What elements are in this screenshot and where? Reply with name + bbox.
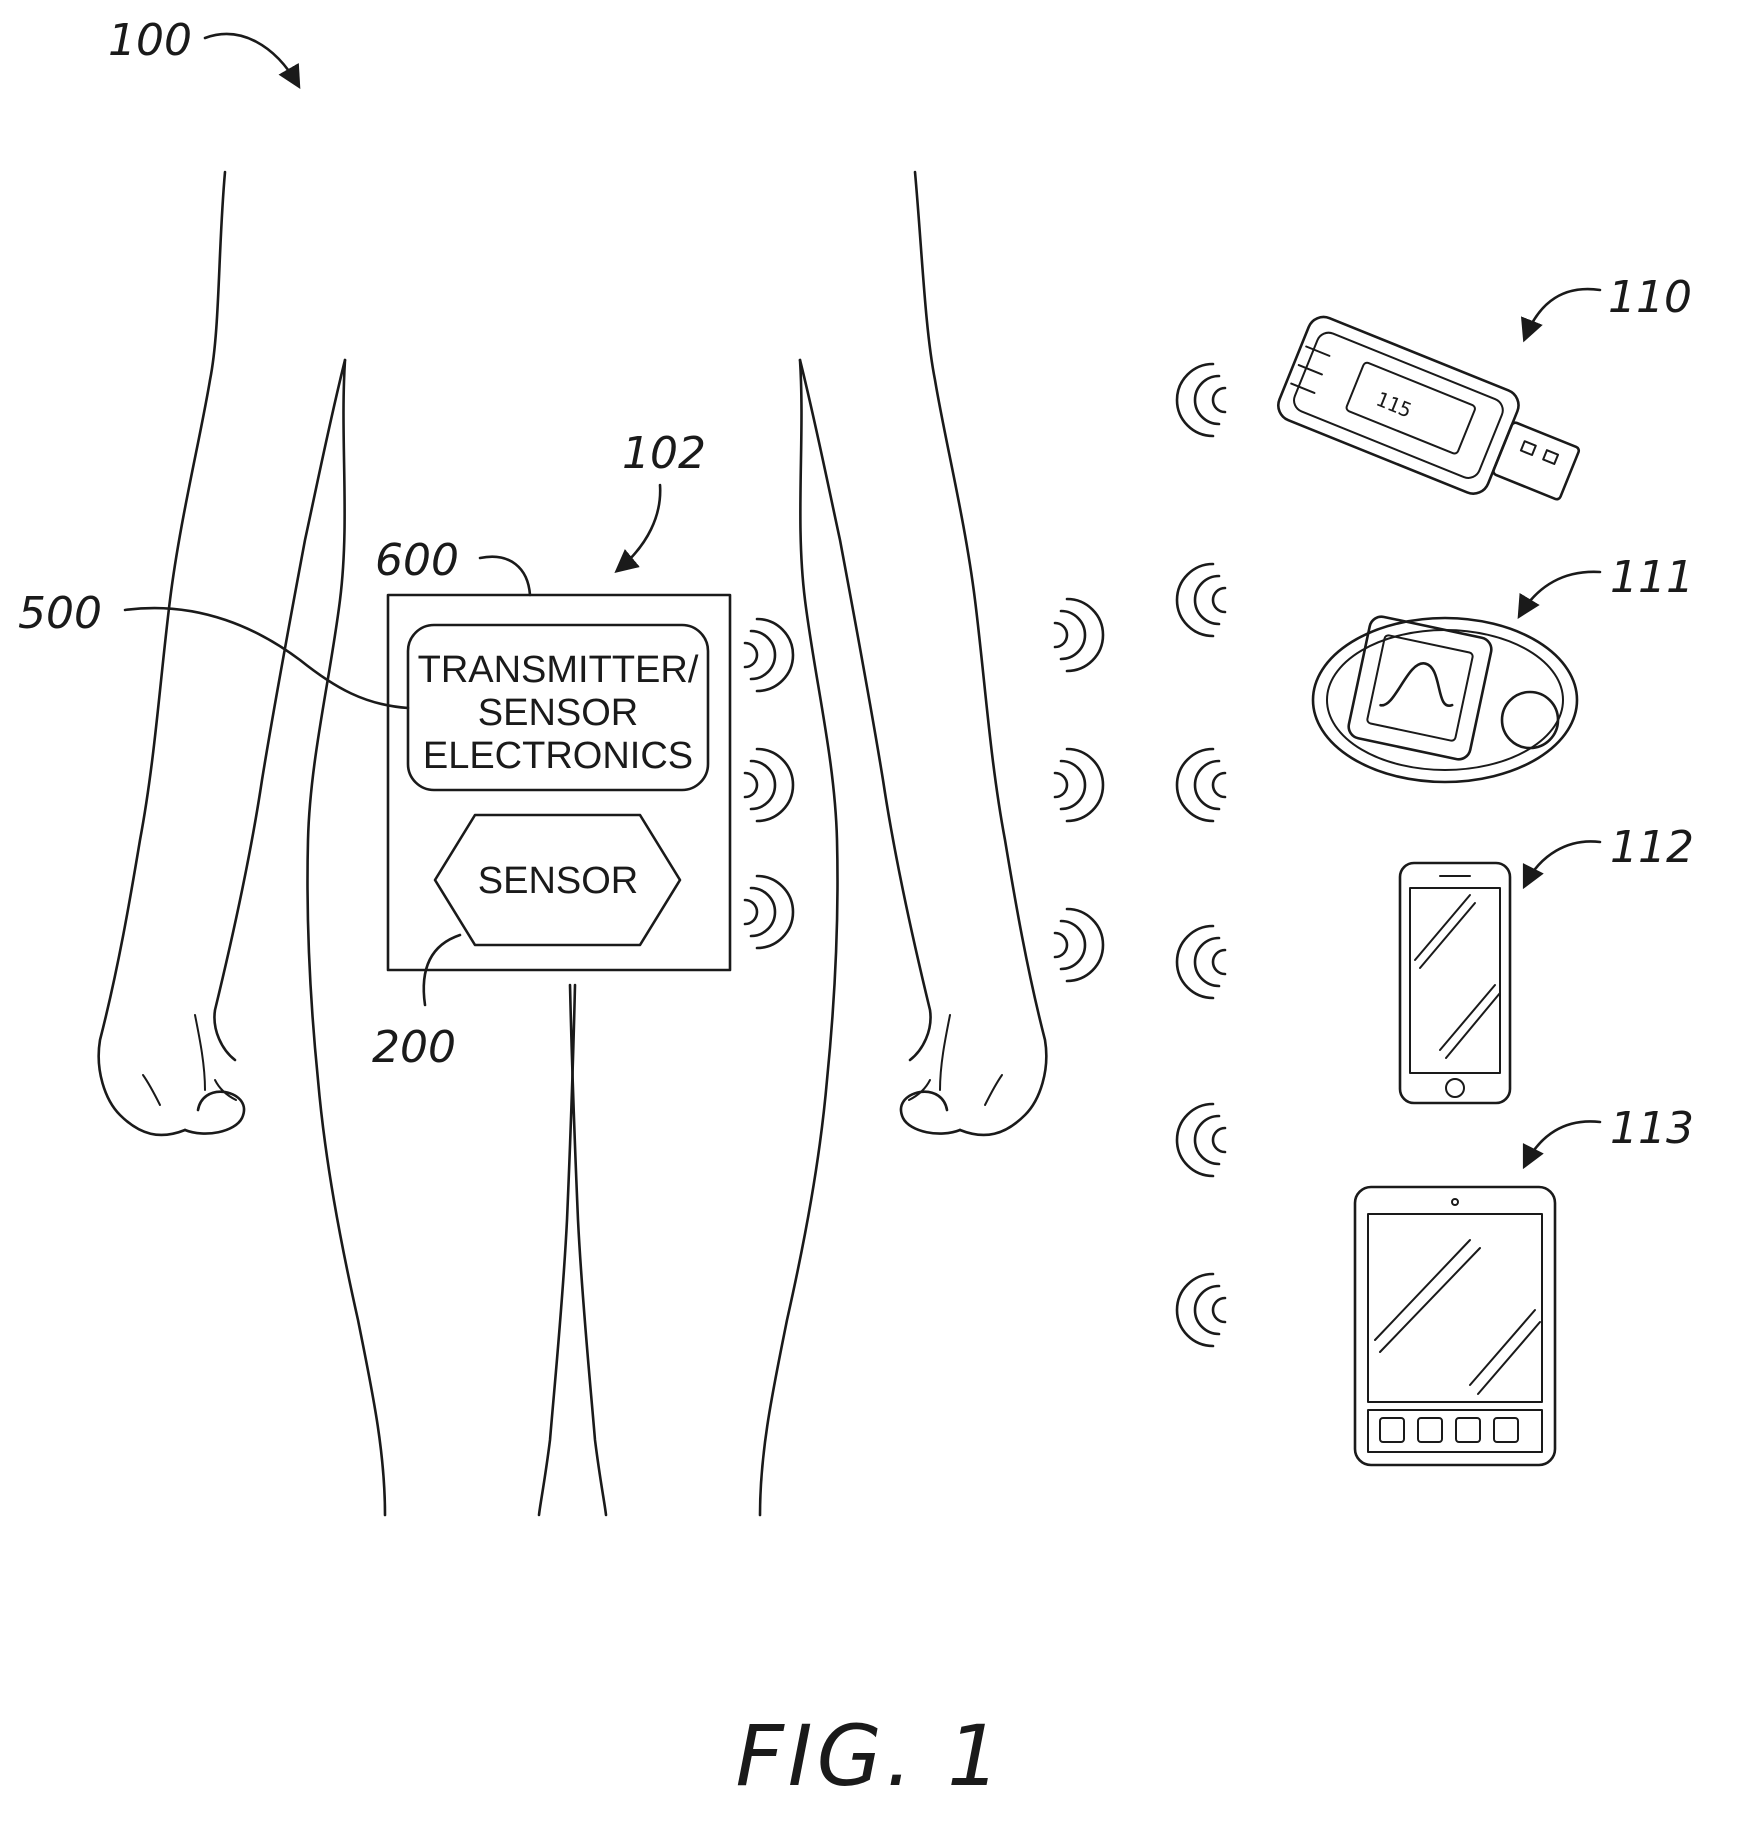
- ref-500: 500: [18, 588, 102, 639]
- right-torso-side: [760, 360, 838, 1515]
- right-fist: [901, 1092, 960, 1134]
- electronics-label-line-1: TRANSMITTER/: [418, 649, 699, 691]
- left-arm-inner: [214, 360, 345, 1060]
- left-leg-inner: [570, 985, 606, 1515]
- left-arm-outer: [99, 172, 225, 1135]
- sensor-system: TRANSMITTER/ SENSOR ELECTRONICS SENSOR: [388, 595, 730, 970]
- figure-caption: FIG. 1: [735, 1707, 1004, 1805]
- ref-100: 100: [108, 15, 192, 66]
- electronics-label-line-2: SENSOR: [478, 692, 638, 734]
- signals-from-transmitter: [745, 619, 793, 948]
- electronics-label-line-3: ELECTRONICS: [423, 735, 693, 777]
- signals-to-devices: [1177, 364, 1225, 1346]
- left-fist: [185, 1092, 244, 1134]
- usb-display-text: 115: [1373, 387, 1415, 423]
- ref-600: 600: [375, 535, 459, 586]
- device-smartphone: [1400, 863, 1510, 1103]
- ref-200: 200: [372, 1022, 456, 1073]
- ref-113: 113: [1610, 1103, 1694, 1154]
- ref-110: 110: [1608, 272, 1692, 323]
- sensor-label: SENSOR: [478, 860, 638, 902]
- right-leg-inner: [539, 985, 575, 1515]
- ref-111: 111: [1610, 552, 1694, 603]
- device-usb-receiver: 115: [1273, 312, 1590, 525]
- right-arm-outer: [915, 172, 1046, 1135]
- right-arm-inner: [800, 360, 931, 1060]
- left-torso-side: [307, 360, 385, 1515]
- ref-102: 102: [622, 428, 706, 479]
- ref-112: 112: [1610, 822, 1694, 873]
- device-tablet: [1355, 1187, 1555, 1465]
- device-handheld-receiver: [1313, 614, 1577, 782]
- signals-middle: [1055, 599, 1103, 981]
- body-outline: [99, 172, 1047, 1515]
